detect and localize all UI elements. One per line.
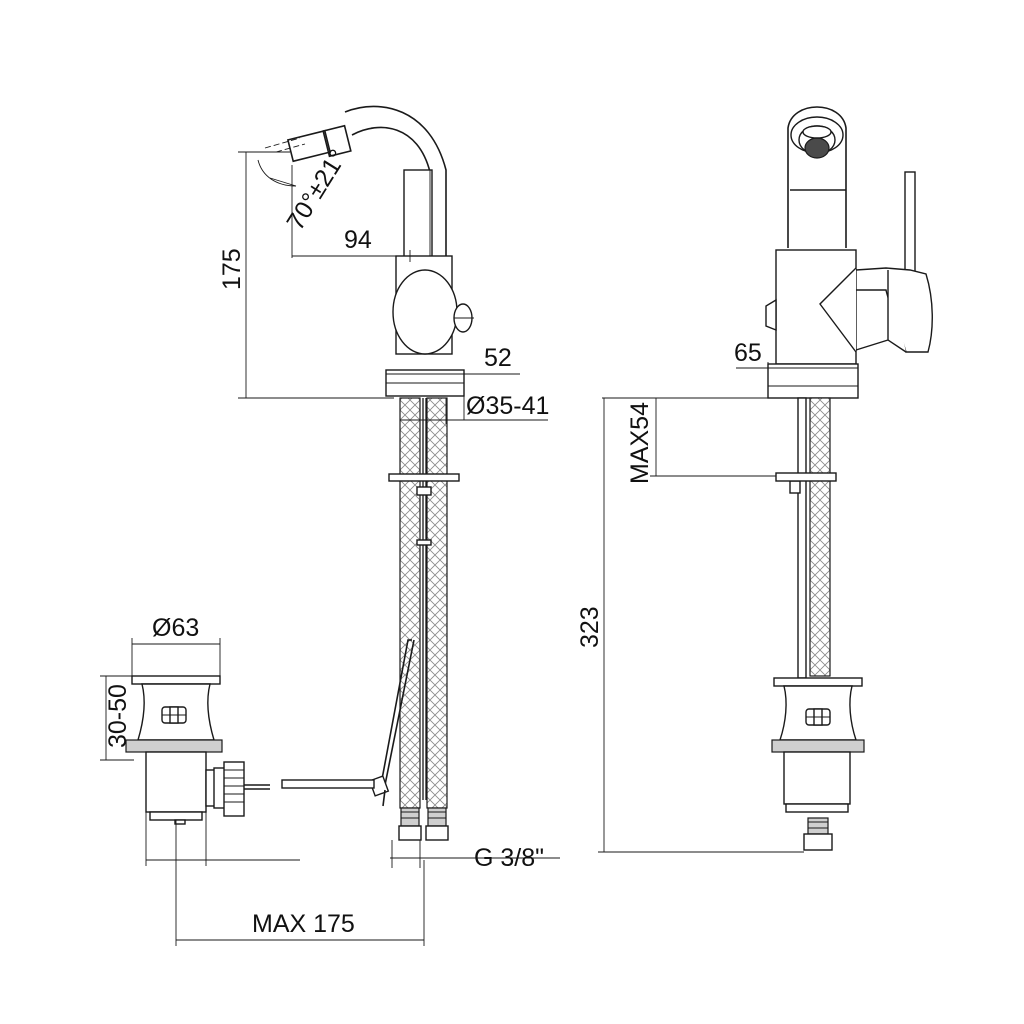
waste-link-rod [281,779,375,789]
lever-handle [819,171,933,353]
spout-tube [344,105,447,261]
label-hose-length: 323 [576,606,604,648]
label-hole-diameter: Ø35-41 [466,392,549,420]
hose-connectors [398,807,449,841]
popup-waste [125,675,270,825]
dimension-lines [100,151,858,946]
aerator-top [787,106,847,248]
label-height: 175 [218,248,246,290]
base-plate-side [767,363,859,399]
front-view [264,105,474,841]
dimension-labels: 70°±21° 94 175 52 Ø35-41 65 MAX54 323 Ø6… [104,145,762,938]
label-base-width-front: 52 [484,344,512,372]
label-base-width-side: 65 [734,339,762,367]
hose-side [809,397,831,677]
label-waste-diameter: Ø63 [152,614,199,642]
label-connection: G 3/8" [474,844,544,872]
hose-left [399,397,421,809]
popup-knob [453,303,474,333]
faucet-body [403,169,433,271]
hose-right [426,397,448,809]
popup-rod [383,639,415,791]
side-view [765,106,933,851]
spout-nozzle [264,124,352,163]
label-max-reach: MAX 175 [252,910,355,938]
popup-waste-side [771,677,865,851]
fixing-nut [388,473,460,482]
fixing-nut-side [775,472,837,482]
label-max-deck: MAX54 [626,402,654,484]
label-spout-reach: 94 [344,226,372,254]
lever-cap [392,269,458,355]
label-waste-range: 30-50 [104,684,132,748]
